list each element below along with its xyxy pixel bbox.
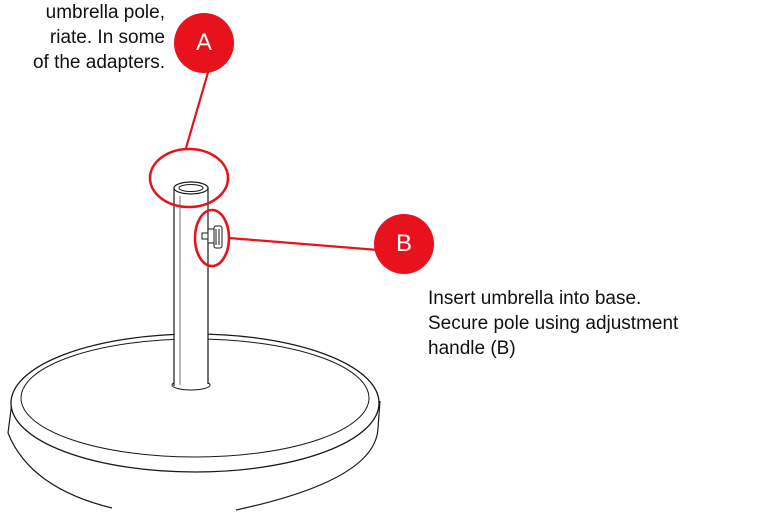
callout-badge-a: A bbox=[174, 13, 234, 73]
leader-line-a bbox=[184, 68, 211, 149]
instruction-text-b: Insert umbrella into base. Secure pole u… bbox=[428, 286, 678, 361]
instruction-a-line-1: umbrella pole, bbox=[45, 2, 165, 23]
callout-ring-a bbox=[148, 147, 230, 209]
pole-opening-outer bbox=[173, 181, 209, 195]
callout-badge-b: B bbox=[374, 214, 434, 274]
callout-letter-b: B bbox=[395, 230, 412, 257]
callout-letter-a: A bbox=[195, 29, 212, 56]
instruction-a-line-3: of the adapters. bbox=[32, 52, 165, 73]
instruction-b-line-3: handle (B) bbox=[428, 338, 516, 359]
instruction-text-a: umbrella pole, riate. In some of the ada… bbox=[33, 0, 165, 75]
pole-opening-inner bbox=[178, 184, 204, 192]
instruction-b-line-1: Insert umbrella into base. bbox=[428, 288, 642, 309]
base-lower-rim bbox=[7, 427, 379, 511]
instruction-a-line-2: riate. In some bbox=[49, 27, 165, 48]
leader-line-b bbox=[228, 236, 379, 252]
adjustment-handle bbox=[201, 225, 223, 249]
instruction-b-line-2: Secure pole using adjustment bbox=[428, 313, 679, 334]
pole-body bbox=[174, 187, 208, 385]
